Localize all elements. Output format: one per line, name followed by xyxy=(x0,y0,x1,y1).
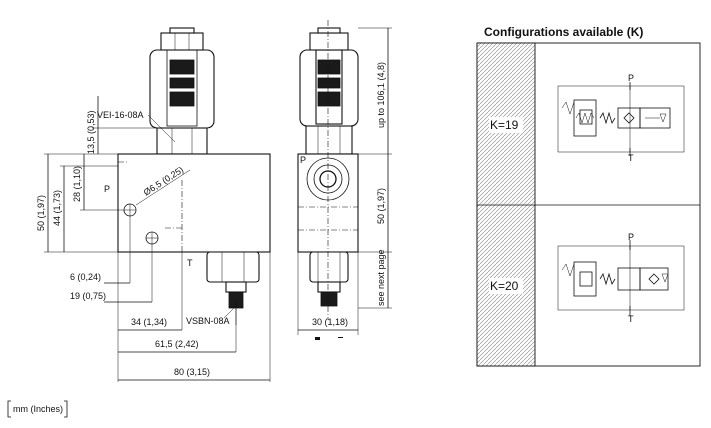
dim-61-5: 61,5 (2,42) xyxy=(155,339,199,349)
top-cap xyxy=(169,27,195,34)
dim-80: 80 (3,15) xyxy=(174,367,210,377)
dim-34: 34 (1,34) xyxy=(131,317,167,327)
coil-band-1 xyxy=(169,59,195,75)
hex-nut xyxy=(156,127,208,155)
dim-13-5: 13,5 (0,53) xyxy=(86,110,96,154)
see-next-page: see next page xyxy=(376,249,386,306)
front-view: VEI-16-08A VSBN-08A P T 50 (1,97) 44 (1,… xyxy=(36,27,271,382)
dim-6: 6 (0,24) xyxy=(70,272,101,282)
side-block xyxy=(297,153,359,253)
plug-label: VSBN-08A xyxy=(186,316,230,326)
dim-30: 30 (1,18) xyxy=(312,317,348,327)
k19-port-t: T xyxy=(628,153,634,163)
side-port-p: P xyxy=(300,155,306,165)
dim-28: 28 (1,10) xyxy=(72,166,82,202)
side-view: P up to 106,1 (4,8) 50 (1,97) see next p… xyxy=(297,20,392,340)
dim-44: 44 (1,73) xyxy=(52,190,62,226)
dim-19: 19 (0,75) xyxy=(70,291,106,301)
units-note: mm (Inches) xyxy=(7,400,68,418)
plug-stem xyxy=(225,281,247,293)
configurations-title: Configurations available (K) xyxy=(484,25,643,39)
valve-label: VEI-16-08A xyxy=(97,110,144,120)
units-label: mm (Inches) xyxy=(13,404,63,414)
config-label-k19: K=19 xyxy=(490,118,519,132)
dim-50-right: 50 (1,97) xyxy=(376,188,386,224)
dim-50-left: 50 (1,97) xyxy=(36,195,46,231)
side-plug xyxy=(309,251,349,283)
side-top-nut xyxy=(309,32,349,51)
configurations-panel: Configurations available (K) K=19 P T xyxy=(476,25,701,367)
top-nut xyxy=(160,32,204,51)
manifold-block xyxy=(117,153,271,253)
symbol-k19: P T xyxy=(557,73,685,163)
bottom-plug xyxy=(206,251,260,283)
dim-106: up to 106,1 (4,8) xyxy=(376,62,386,128)
k20-port-p: P xyxy=(628,232,634,242)
config-label-column xyxy=(476,42,536,367)
side-hex-nut xyxy=(305,125,353,155)
front-port-p: P xyxy=(104,184,110,194)
coil-band-2 xyxy=(169,77,195,89)
front-port-t: T xyxy=(187,258,193,268)
k20-port-t: T xyxy=(628,314,634,324)
k19-port-p: P xyxy=(628,73,634,83)
config-label-k20: K=20 xyxy=(490,279,519,293)
symbol-k20: P T xyxy=(557,232,685,324)
coil-band-3 xyxy=(169,91,195,107)
